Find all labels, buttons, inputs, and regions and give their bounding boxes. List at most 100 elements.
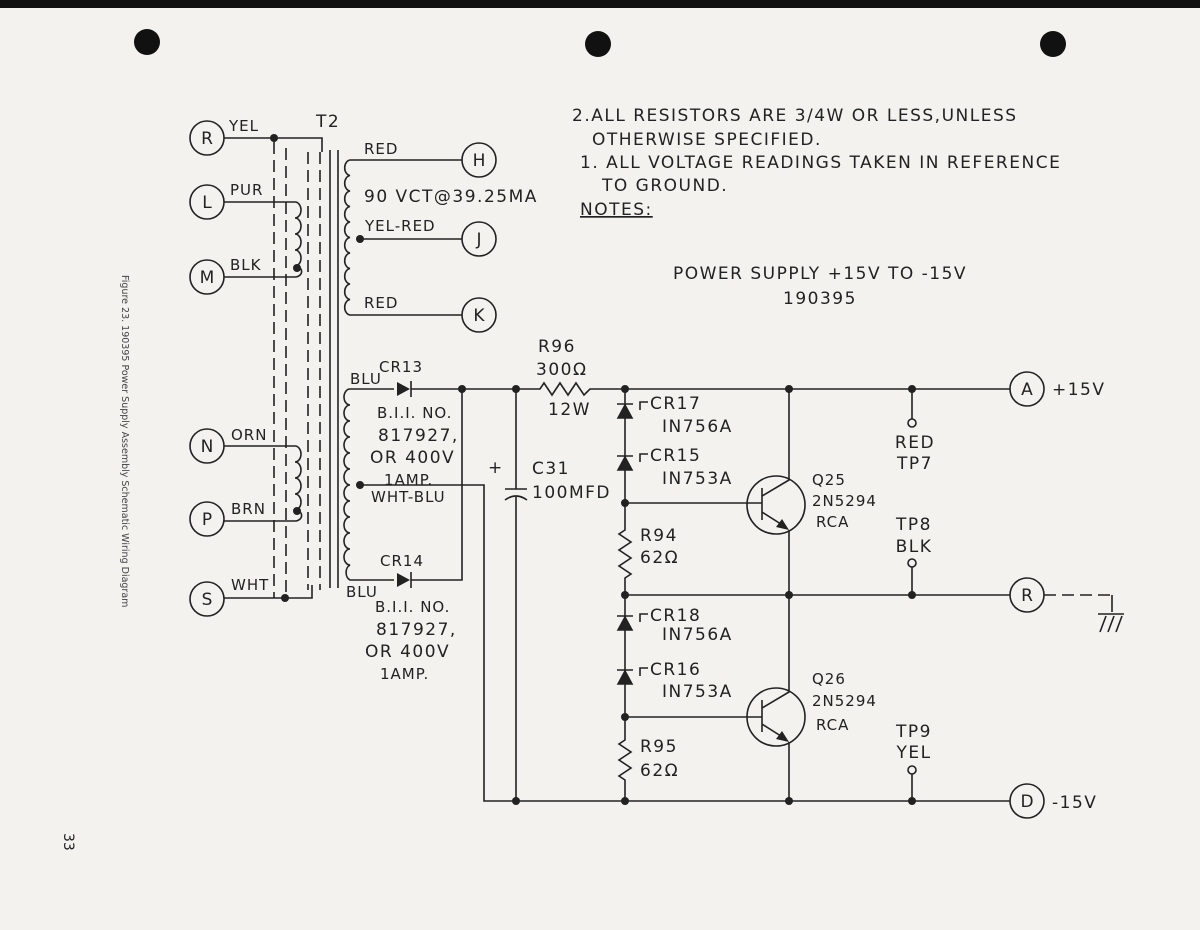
diode-cr14: CR14 B.I.I. NO. 817927, OR 400V 1AMP. xyxy=(365,389,463,683)
wire-label-red: RED xyxy=(364,140,398,158)
r96-label: R96 xyxy=(538,337,576,357)
cr14-spec: 817927, xyxy=(376,620,457,640)
cr18-label: CR18 xyxy=(650,606,701,626)
cr17-label: CR17 xyxy=(650,394,701,414)
terminal-r: R xyxy=(189,120,225,156)
wire-label-blu: BLU xyxy=(350,370,382,388)
test-point-tp8 xyxy=(907,558,917,568)
q25-part: 2N5294 xyxy=(812,492,877,510)
capacitor-c31: + C31 100MFD xyxy=(488,389,611,801)
terminals: R L M N P S H J K A R D xyxy=(189,120,1045,819)
wire-label-orn: ORN xyxy=(231,426,267,444)
diagram-title: POWER SUPPLY +15V TO -15V xyxy=(673,264,967,284)
terminal-label: L xyxy=(202,193,212,213)
q26-part: 2N5294 xyxy=(812,692,877,710)
wire-label-red-2: RED xyxy=(364,294,398,312)
tp7-color: RED xyxy=(895,433,935,453)
ground-icon xyxy=(1098,595,1124,633)
test-point-tp7 xyxy=(907,418,917,428)
tp8-label: TP8 xyxy=(895,515,932,535)
terminal-label: H xyxy=(473,151,486,171)
terminal-label: K xyxy=(473,306,485,326)
terminal-j: J xyxy=(461,221,497,257)
notes-heading: NOTES: xyxy=(580,200,653,220)
wire-label-pur: PUR xyxy=(230,181,263,199)
c31-label: C31 xyxy=(532,459,570,479)
note-2-cont: OTHERWISE SPECIFIED. xyxy=(592,130,822,150)
r95-label: R95 xyxy=(640,737,678,757)
terminal-label: S xyxy=(202,590,213,610)
tp9-label: TP9 xyxy=(895,722,932,742)
transistor-q25: Q25 2N5294 RCA xyxy=(625,389,877,595)
zener-diodes xyxy=(616,403,634,685)
terminal-r-ground: R xyxy=(1009,577,1045,613)
terminal-l: L xyxy=(189,184,225,220)
cr14-spec: OR 400V xyxy=(365,642,450,662)
wire-label-blu-2: BLU xyxy=(346,583,378,601)
notes: 2.ALL RESISTORS ARE 3/4W OR LESS,UNLESS … xyxy=(572,106,1061,220)
terminal-m: M xyxy=(189,259,225,295)
terminal-s: S xyxy=(189,581,225,617)
note-1-cont: TO GROUND. xyxy=(601,176,728,196)
cr13-spec: B.I.I. NO. xyxy=(377,404,452,422)
note-2: 2.ALL RESISTORS ARE 3/4W OR LESS,UNLESS xyxy=(572,106,1018,126)
c31-polarity: + xyxy=(488,458,504,478)
q26-mfr: RCA xyxy=(816,716,849,734)
c31-value: 100MFD xyxy=(532,483,611,503)
punch-hole xyxy=(1040,31,1066,57)
schematic-page: Figure 23. 190395 Power Supply Assembly … xyxy=(0,8,1200,930)
wire-label-wht: WHT xyxy=(231,576,269,594)
tp8-color: BLK xyxy=(896,537,933,557)
cr17-part: IN756A xyxy=(662,417,733,437)
transformer-rating: 90 VCT@39.25MA xyxy=(364,187,538,207)
figure-caption: Figure 23. 190395 Power Supply Assembly … xyxy=(119,275,130,607)
note-1: 1. ALL VOLTAGE READINGS TAKEN IN REFEREN… xyxy=(580,153,1061,173)
r96-value: 300Ω xyxy=(536,360,587,380)
tp9-color: YEL xyxy=(895,743,931,763)
cr13-spec: 817927, xyxy=(378,426,459,446)
q26-label: Q26 xyxy=(812,670,846,688)
diode-cr13: CR13 B.I.I. NO. 817927, OR 400V 1AMP. xyxy=(370,358,462,489)
terminal-label: A xyxy=(1021,380,1033,400)
terminal-label: N xyxy=(201,437,214,457)
page-number: 33 xyxy=(60,833,76,851)
cr14-label: CR14 xyxy=(380,552,424,570)
wire-label-brn: BRN xyxy=(231,500,266,518)
terminal-label: P xyxy=(202,510,212,530)
terminal-k: K xyxy=(461,297,497,333)
cr18-part: IN756A xyxy=(662,625,733,645)
terminal-label: R xyxy=(1021,586,1033,606)
output-minus-15v: -15V xyxy=(1052,793,1097,813)
q25-label: Q25 xyxy=(812,471,846,489)
terminal-d: D xyxy=(1009,783,1045,819)
schematic-diagram: Figure 23. 190395 Power Supply Assembly … xyxy=(60,29,1124,851)
transistor-q26: Q26 2N5294 RCA xyxy=(625,595,877,801)
r94-value: 62Ω xyxy=(640,548,679,568)
r95-value: 62Ω xyxy=(640,761,679,781)
wire-label-wht-blu: WHT-BLU xyxy=(371,488,446,506)
punch-hole xyxy=(585,31,611,57)
tp7-label: TP7 xyxy=(896,454,933,474)
terminal-label: D xyxy=(1020,792,1033,812)
terminal-label: R xyxy=(201,129,213,149)
cr13-label: CR13 xyxy=(379,358,423,376)
q25-mfr: RCA xyxy=(816,513,849,531)
r96-power: 12W xyxy=(548,400,591,420)
punch-hole xyxy=(134,29,160,55)
cr13-spec: 1AMP. xyxy=(384,471,433,489)
t2-label: T2 xyxy=(315,112,340,132)
terminal-p: P xyxy=(189,501,225,537)
wire-label-blk: BLK xyxy=(230,256,262,274)
cr16-label: CR16 xyxy=(650,660,701,680)
output-plus-15v: +15V xyxy=(1052,380,1106,400)
wire-label-yel-red: YEL-RED xyxy=(364,217,436,235)
test-point-tp9 xyxy=(907,765,917,775)
terminal-h: H xyxy=(461,142,497,178)
terminal-a: A xyxy=(1009,371,1045,407)
terminal-n: N xyxy=(189,428,225,464)
cr15-label: CR15 xyxy=(650,446,701,466)
terminal-label: J xyxy=(475,230,481,250)
terminal-label: M xyxy=(200,268,215,288)
cr14-spec: 1AMP. xyxy=(380,665,429,683)
r94-label: R94 xyxy=(640,526,678,546)
